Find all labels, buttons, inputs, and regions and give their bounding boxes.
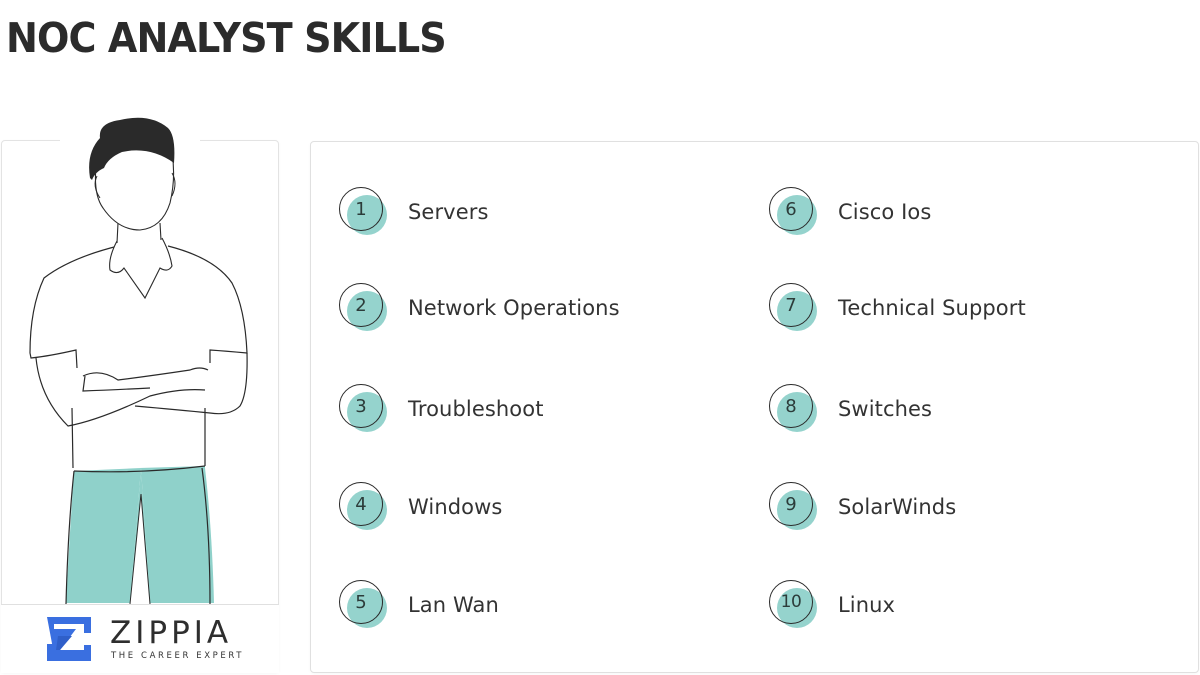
zippia-z-logo-icon [47,617,91,661]
number-badge: 3 [339,384,389,434]
skill-item: 6 Cisco Ios [769,187,931,237]
number-badge: 1 [339,187,389,237]
skill-label: Network Operations [408,296,620,320]
number-badge: 10 [769,580,819,630]
skill-item: 4 Windows [339,482,502,532]
skill-item: 8 Switches [769,384,932,434]
skill-label: Switches [838,397,933,421]
skill-item: 9 SolarWinds [769,482,956,532]
number-badge: 6 [769,187,819,237]
skill-item: 2 Network Operations [339,283,620,333]
skill-label: Windows [408,495,503,519]
skill-item: 3 Troubleshoot [339,384,544,434]
brand-name: ZIPPIA [110,615,233,651]
brand-bar [1,604,279,673]
number-badge: 9 [769,482,819,532]
brand-tagline: THE CAREER EXPERT [111,651,245,661]
number-badge: 8 [769,384,819,434]
skill-label: Linux [838,593,896,617]
skill-label: Troubleshoot [408,397,544,421]
number-badge: 5 [339,580,389,630]
number-badge: 2 [339,283,389,333]
skill-item: 1 Servers [339,187,489,237]
skill-item: 5 Lan Wan [339,580,499,630]
skill-label: Cisco Ios [838,200,932,224]
skill-item: 7 Technical Support [769,283,1026,333]
skill-label: Servers [408,200,489,224]
skill-label: Lan Wan [408,593,499,617]
skill-label: SolarWinds [838,495,957,519]
number-badge: 7 [769,283,819,333]
skill-label: Technical Support [838,296,1026,320]
person-arms-crossed-icon [29,117,248,605]
skills-card: 1 Servers 2 Network Operations 3 Trouble… [310,141,1199,673]
number-badge: 4 [339,482,389,532]
skill-item: 10 Linux [769,580,895,630]
page-title: NOC ANALYST SKILLS [6,14,447,62]
